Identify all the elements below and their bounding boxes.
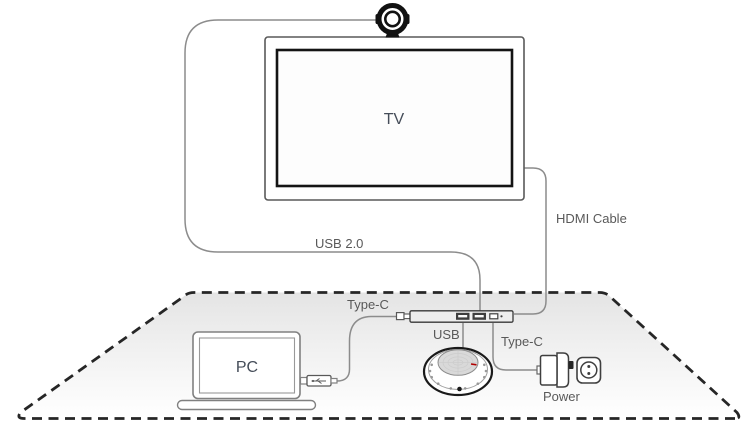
- cables: [184, 19, 547, 382]
- hub-typec-port: [489, 313, 499, 320]
- typec-right-label: Type-C: [501, 334, 543, 349]
- speaker-red-mark: [470, 363, 477, 366]
- tv-icon: TV: [264, 36, 525, 201]
- power-adapter-icon: [536, 352, 574, 388]
- typec-left-label: Type-C: [347, 297, 389, 312]
- power-cable: [492, 323, 537, 371]
- adapter-prong: [568, 361, 574, 369]
- speaker-rim-holes: [428, 363, 488, 390]
- camera-icon: [375, 3, 410, 38]
- usb-label: USB: [433, 327, 460, 342]
- usb-hub-icon: [395, 310, 514, 323]
- hdmi-cable-line: [514, 167, 547, 315]
- hdmi-label: HDMI Cable: [556, 211, 627, 226]
- wall-socket-icon: [576, 356, 602, 384]
- hub-led: [500, 315, 503, 318]
- pc-label: PC: [236, 359, 258, 376]
- usb2-cable: [184, 19, 481, 312]
- speakerphone-icon: [422, 346, 494, 397]
- power-label: Power: [543, 389, 581, 404]
- usb-connector-icon: [299, 374, 338, 387]
- laptop-icon: PC: [176, 331, 317, 411]
- speaker-button: [457, 386, 462, 392]
- tv-label: TV: [384, 111, 405, 128]
- pc-hub-cable: [336, 315, 397, 382]
- usb2-label: USB 2.0: [315, 236, 363, 251]
